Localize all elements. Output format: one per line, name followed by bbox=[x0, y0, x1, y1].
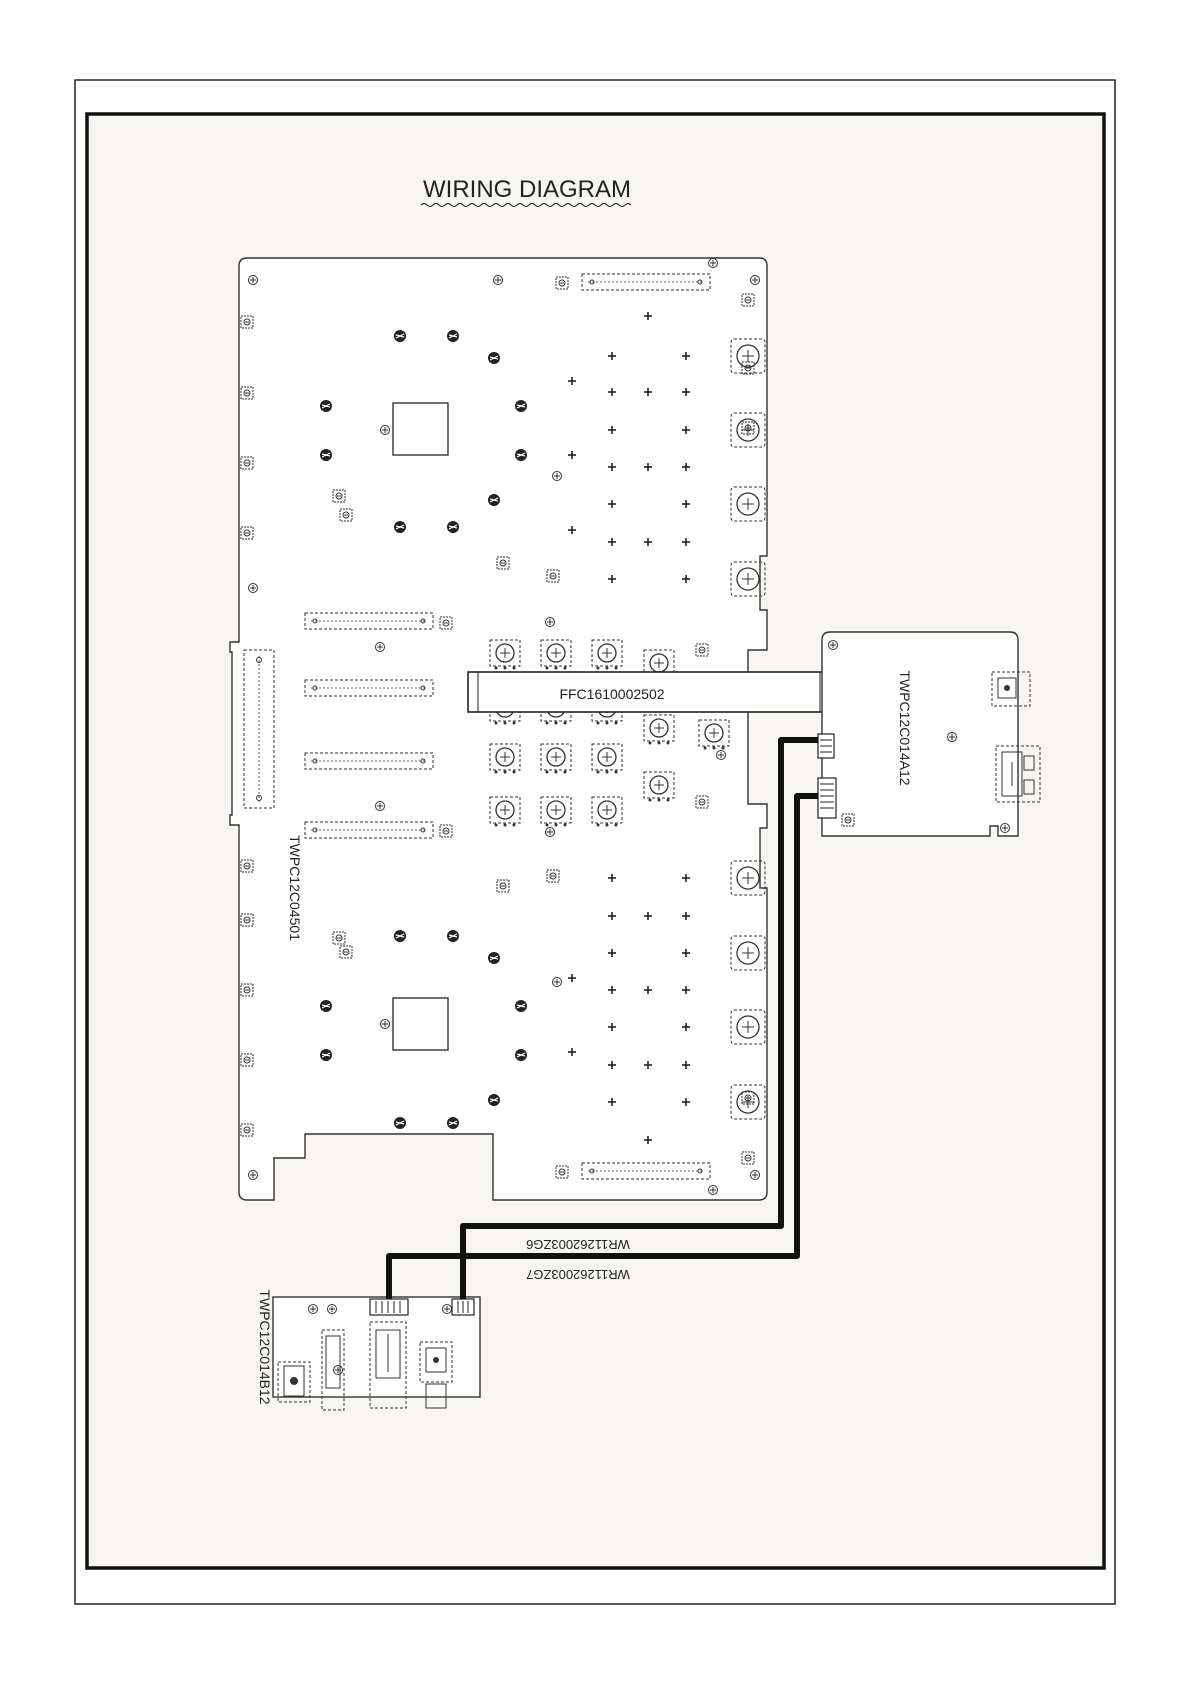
ffc-cable: FFC1610002502 bbox=[468, 672, 830, 712]
main-board-label: TWPC12C04501 bbox=[287, 835, 303, 941]
wire-a-label: WR11262003ZG6 bbox=[526, 1237, 630, 1252]
wire-b-label: WR11262003ZG7 bbox=[526, 1267, 630, 1282]
right-board-connector-2 bbox=[818, 778, 836, 818]
bottom-board-label: TWPC12C014B12 bbox=[257, 1289, 273, 1404]
bottom-board: TWPC12C014B12 bbox=[257, 1289, 480, 1410]
main-board-outline bbox=[230, 258, 767, 1200]
ffc-cable-label: FFC1610002502 bbox=[559, 686, 664, 702]
diagram-title: WIRING DIAGRAM bbox=[423, 176, 631, 203]
bottom-board-connector-1 bbox=[370, 1299, 408, 1315]
right-board-connector-1 bbox=[818, 734, 834, 758]
bottom-board-connector-2 bbox=[452, 1299, 474, 1315]
right-board: TWPC12C014A12 bbox=[818, 632, 1040, 836]
right-board-outline bbox=[822, 632, 1018, 836]
main-board: TWPC12C04501 bbox=[230, 258, 767, 1200]
right-board-label: TWPC12C014A12 bbox=[897, 670, 913, 785]
